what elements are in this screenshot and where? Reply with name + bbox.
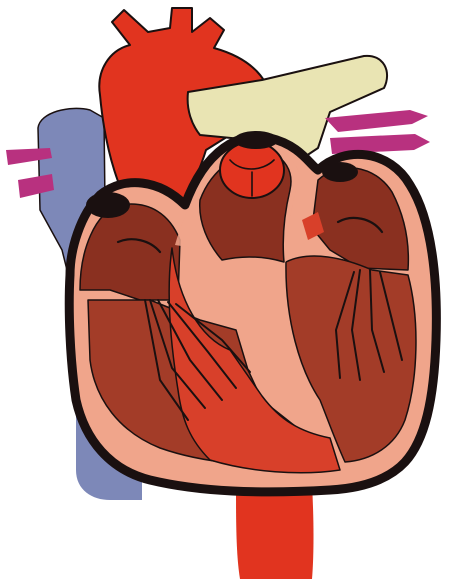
descending-aorta — [236, 485, 314, 579]
pulmonary-valve — [86, 192, 130, 218]
aortic-valve-top — [234, 131, 278, 149]
pulmonary-veins-right — [325, 110, 430, 154]
mitral-valve-opening — [322, 162, 358, 182]
